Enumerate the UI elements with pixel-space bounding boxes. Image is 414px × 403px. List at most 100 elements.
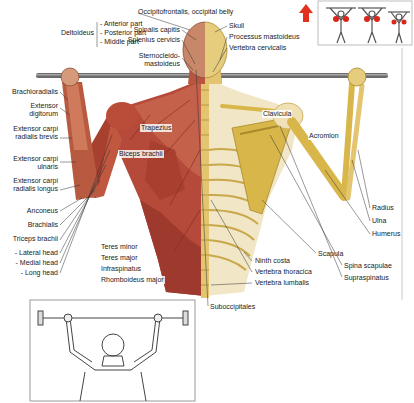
illustration-shape bbox=[337, 32, 341, 43]
part-label: Biceps brachii bbox=[118, 150, 164, 158]
part-label: - Medial head bbox=[16, 259, 58, 267]
illustration-shape bbox=[201, 285, 209, 286]
illustration-shape bbox=[60, 165, 106, 253]
illustration-shape bbox=[60, 138, 72, 139]
illustration-shape bbox=[130, 100, 200, 250]
illustration-shape bbox=[205, 78, 298, 296]
illustration-shape bbox=[201, 210, 209, 211]
illustration-shape bbox=[338, 11, 344, 17]
illustration-shape bbox=[201, 255, 209, 256]
illustration-shape bbox=[348, 86, 362, 198]
illustration-shape bbox=[40, 318, 186, 319]
illustration-shape bbox=[396, 33, 399, 43]
illustration-shape bbox=[60, 198, 82, 211]
part-label: Brachioradialis bbox=[12, 88, 58, 96]
part-label: Trapezius bbox=[140, 124, 172, 132]
part-label: Extensor carpi ulnaris bbox=[6, 155, 58, 171]
illustration-shape bbox=[270, 135, 342, 265]
illustration-shape bbox=[208, 210, 258, 224]
illustration-shape bbox=[392, 20, 397, 25]
illustration-shape bbox=[102, 356, 124, 366]
illustration-shape bbox=[201, 225, 209, 226]
illustration-shape bbox=[348, 68, 366, 86]
illustration-shape bbox=[372, 32, 376, 43]
illustration-shape bbox=[66, 84, 88, 150]
illustration-shape bbox=[106, 102, 138, 130]
part-label: Vertebra lumbalis bbox=[254, 279, 310, 287]
illustration-shape bbox=[205, 22, 227, 78]
illustration-shape bbox=[61, 68, 79, 86]
part-label: Scapula bbox=[318, 250, 343, 258]
illustration-shape bbox=[134, 318, 156, 362]
part-label: Spina scapulae bbox=[344, 262, 392, 270]
part-label: Teres minor bbox=[100, 243, 139, 251]
illustration-shape bbox=[182, 30, 196, 40]
illustration-shape bbox=[145, 140, 185, 200]
illustration-shape bbox=[220, 37, 227, 60]
part-label: Extensor carpi radialis longus bbox=[6, 177, 58, 193]
part-label: Rhomboideus major bbox=[100, 276, 165, 284]
illustration-shape bbox=[60, 180, 100, 240]
illustration-shape bbox=[201, 120, 209, 121]
illustration-shape bbox=[201, 90, 209, 91]
part-label: Occipitofrontalis, occipital belly bbox=[138, 8, 233, 16]
illustration-shape bbox=[326, 8, 410, 43]
part-label: Brachialis bbox=[28, 221, 58, 229]
illustration-shape bbox=[66, 318, 160, 370]
part-label: Humerus bbox=[372, 230, 400, 238]
part-label: Triceps brachii bbox=[13, 235, 58, 243]
illustration-shape bbox=[402, 48, 403, 300]
illustration-shape bbox=[364, 16, 370, 22]
illustration-shape bbox=[80, 372, 85, 401]
part-label: Ninth costa bbox=[254, 257, 291, 265]
illustration-shape bbox=[292, 122, 344, 196]
illustration-shape bbox=[211, 200, 252, 272]
illustration-shape bbox=[201, 105, 209, 106]
illustration-shape bbox=[183, 22, 205, 78]
illustration-shape bbox=[201, 74, 209, 298]
illustration-shape bbox=[374, 16, 380, 22]
part-label: Extensor carpi radialis brevis bbox=[6, 125, 58, 141]
part-label: Infraspinatus bbox=[100, 265, 142, 273]
illustration-shape bbox=[201, 240, 209, 241]
illustration-shape bbox=[60, 92, 68, 100]
part-label: Vertebra cervicalis bbox=[229, 44, 286, 52]
illustration-shape bbox=[358, 150, 370, 208]
illustration-shape bbox=[208, 255, 246, 270]
illustration-shape bbox=[201, 135, 209, 136]
illustration-shape bbox=[201, 180, 209, 181]
inset-figures bbox=[318, 1, 412, 45]
illustration-shape bbox=[183, 311, 188, 325]
part-label: Suboccipitales bbox=[210, 303, 255, 311]
illustration-shape bbox=[141, 372, 146, 401]
illustration-shape bbox=[201, 150, 209, 151]
illustration-shape bbox=[102, 334, 124, 356]
illustration-shape bbox=[399, 33, 402, 43]
part-label: Teres major bbox=[100, 254, 139, 262]
illustration-shape bbox=[183, 22, 205, 78]
part-label: - Long head bbox=[21, 269, 58, 277]
illustration-shape bbox=[369, 11, 375, 17]
illustration-shape bbox=[60, 185, 80, 190]
part-label: Spinalis capitis bbox=[134, 26, 180, 34]
illustration-shape bbox=[38, 311, 188, 401]
part-label: Deltoideus bbox=[61, 29, 94, 37]
illustration-shape bbox=[341, 32, 345, 43]
illustration-shape bbox=[170, 150, 200, 205]
illustration-shape bbox=[368, 32, 372, 43]
illustration-shape bbox=[325, 170, 370, 234]
part-label: Extensor digitorum bbox=[6, 102, 58, 118]
part-label: Radius bbox=[372, 204, 394, 212]
illustration-shape bbox=[64, 314, 72, 322]
illustration-shape bbox=[201, 165, 209, 166]
illustration-shape bbox=[182, 58, 193, 70]
illustration-shape bbox=[333, 16, 339, 22]
illustration-shape bbox=[30, 300, 195, 401]
illustration-shape bbox=[60, 108, 70, 115]
illustration-shape bbox=[60, 13, 370, 306]
part-label: Ulna bbox=[372, 217, 386, 225]
illustration-shape bbox=[205, 22, 227, 78]
illustration-shape bbox=[402, 20, 407, 25]
